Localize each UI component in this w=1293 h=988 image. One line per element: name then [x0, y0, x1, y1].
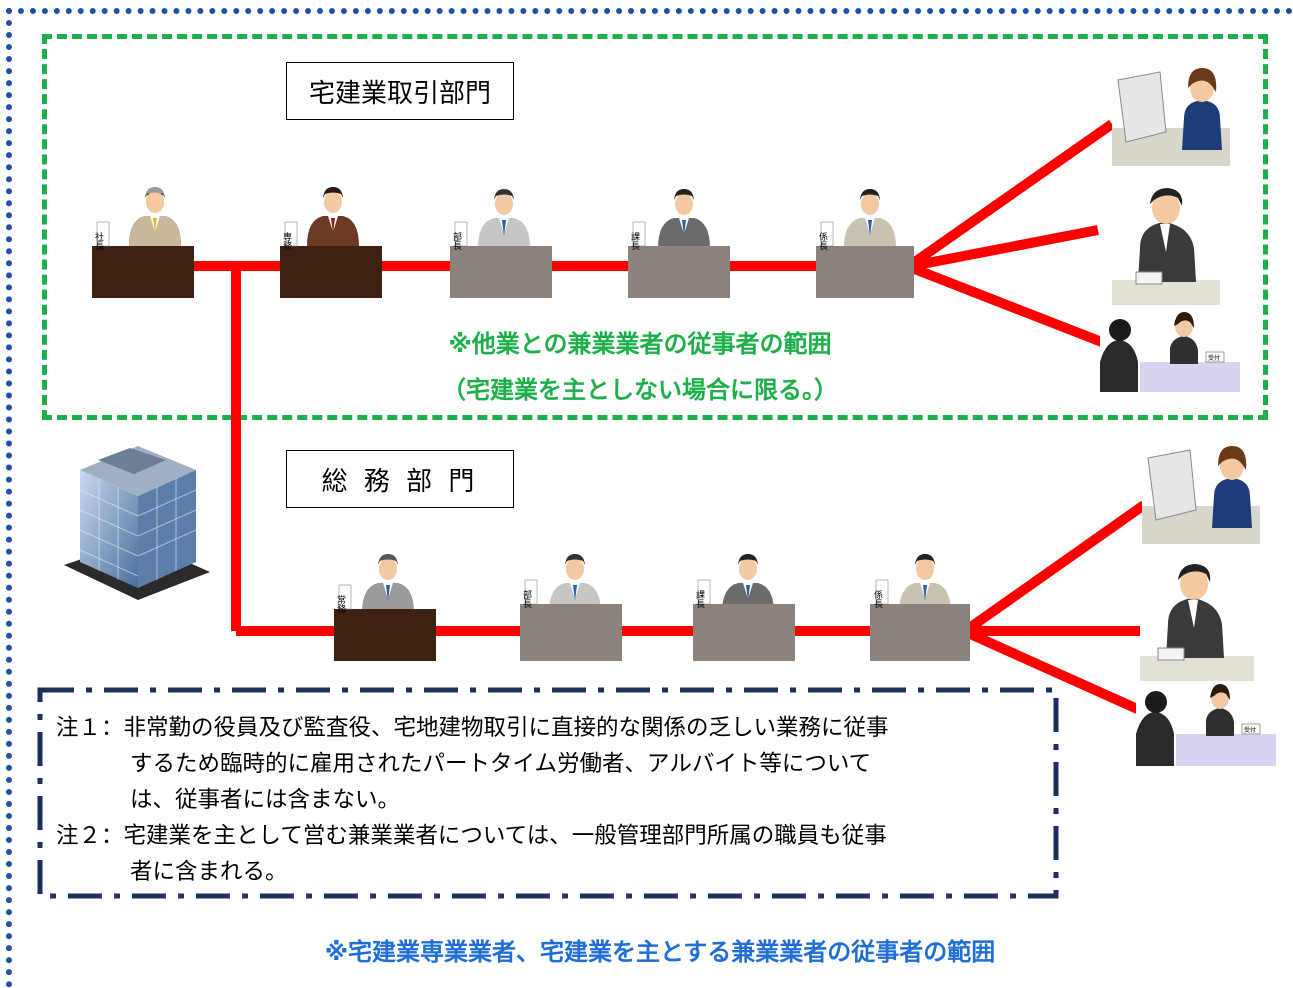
- green-dashed-box: [42, 34, 1268, 420]
- desk-president: [92, 246, 194, 298]
- plate-kakaricho2: 係長: [872, 590, 883, 609]
- desk-kakaricho2: [870, 604, 970, 661]
- note2-line1: 注２：宅建業を主として営む兼業業者については、一般管理部門所属の職員も従事: [56, 823, 887, 849]
- notes-box: 注１：非常勤の役員及び監査役、宅地建物取引に直接的な関係の乏しい業務に従事 する…: [38, 688, 1058, 898]
- note1-line2: するため臨時的に雇用されたパートタイム労働者、アルバイト等について: [130, 751, 872, 777]
- plate-president: 社長: [93, 231, 104, 251]
- desk-kacho: [628, 246, 730, 298]
- dept-label-transactions: 宅建業取引部門: [286, 62, 514, 120]
- kacho-figure: [658, 189, 710, 248]
- desk-bucho2: [520, 604, 622, 661]
- dept-label-general-affairs: 総 務 部 門: [286, 450, 514, 508]
- reception-icon: 受付: [1100, 312, 1240, 392]
- operator-headset-icon: [1112, 58, 1230, 166]
- senmu-figure: [307, 187, 359, 246]
- bucho-figure: [478, 189, 530, 248]
- plate-bucho2: 部長: [521, 589, 532, 609]
- office-building-icon: [64, 446, 210, 600]
- president-figure: [129, 187, 181, 246]
- reception-plate-2: 受付: [1244, 726, 1256, 734]
- jomu-figure: [362, 554, 414, 613]
- note2-line2: 者に含まれる。: [130, 859, 288, 885]
- desk-jomu: [334, 609, 436, 661]
- plate-bucho: 部長: [451, 231, 462, 251]
- reception-plate: 受付: [1208, 354, 1220, 362]
- phone-worker-icon: [1112, 172, 1220, 305]
- green-note-line2: （宅建業を主としない場合に限る。）: [442, 376, 838, 404]
- desk-kakaricho: [816, 246, 914, 298]
- note1-line1: 注１：非常勤の役員及び監査役、宅地建物取引に直接的な関係の乏しい業務に従事: [56, 715, 889, 741]
- plate-jomu: 常務: [335, 594, 346, 614]
- notes-border: [37, 687, 1059, 899]
- green-note-line1: ※他業との兼業業者の従事者の範囲: [448, 330, 832, 358]
- plate-kakaricho: 係長: [817, 232, 828, 251]
- outer-dotted-border: [6, 8, 1293, 988]
- kakaricho-figure: [844, 189, 896, 248]
- blue-note: ※宅建業専業業者、宅建業を主とする兼業業者の従事者の範囲: [324, 938, 996, 966]
- desk-senmu: [280, 246, 382, 298]
- plate-kacho: 課長: [629, 231, 640, 251]
- operator-headset-icon-2: [1142, 436, 1260, 544]
- desk-bucho: [450, 246, 552, 298]
- plate-kacho2: 課長: [694, 589, 705, 609]
- plate-senmu: 専務: [281, 231, 292, 251]
- desk-kacho2: [693, 604, 795, 661]
- note1-line3: は、従事者には含まない。: [130, 787, 401, 813]
- reception-icon-2: 受付: [1136, 684, 1276, 766]
- phone-worker-icon-2: [1140, 548, 1254, 681]
